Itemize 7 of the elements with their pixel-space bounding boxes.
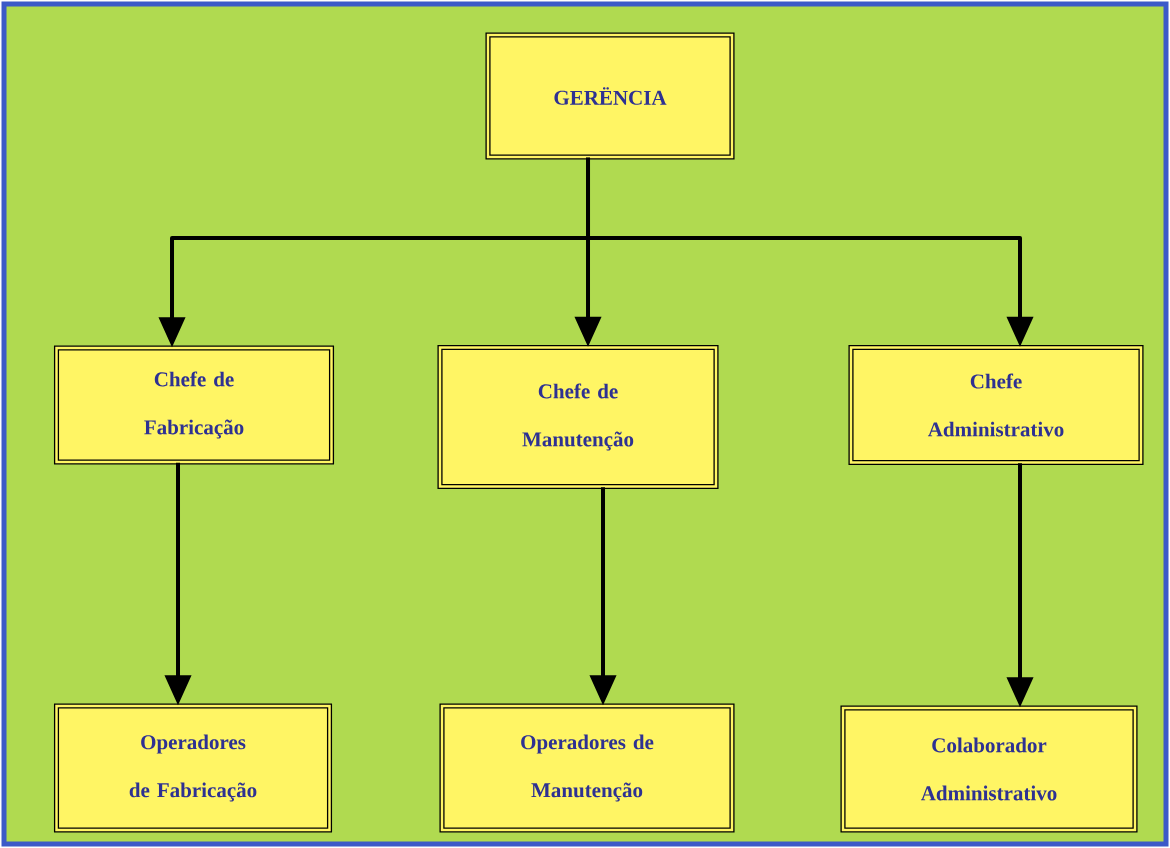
org-box: Colaborador Administrativo (840, 705, 1138, 833)
org-box: GERËNCIA (485, 32, 735, 160)
org-box: Operadores de Manutenção (439, 703, 735, 833)
org-box: Chefe Administrativo (848, 344, 1144, 466)
org-box: Operadores de Fabricação (53, 703, 333, 833)
org-box: Chefe de Fabricação (53, 345, 335, 465)
org-box: Chefe de Manutenção (437, 344, 719, 490)
